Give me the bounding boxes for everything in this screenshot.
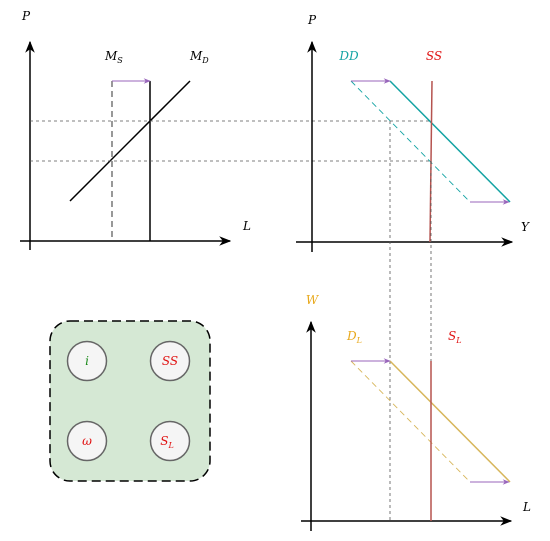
svg-text:i: i [85,354,89,368]
goods-demand-old-dashed [350,80,471,203]
svg-text:ω: ω [82,434,92,448]
labor-demand-curve [389,360,511,483]
money-demand-label: MD [189,49,209,65]
labor-x-axis-label: L [522,500,531,514]
labor-supply-label: SL [448,329,462,345]
money-y-axis-label: P [21,9,31,23]
legend-background [49,320,211,482]
goods-demand-label: DD [338,49,359,63]
legend-node-omega: ω [66,420,108,462]
money-supply-label: MS [104,49,123,65]
legend-node-ss: SS [149,340,191,382]
labor-y-axis-label: W [306,293,320,307]
goods-demand-curve [389,80,511,203]
labor-market-panel: W L DL SL [301,293,531,531]
labor-demand-old-dashed [350,360,471,483]
goods-x-axis-label: Y [521,220,530,234]
goods-supply-label: SS [426,49,442,63]
goods-y-axis-label: P [307,13,317,27]
legend-box: i SS ω SL [49,320,211,482]
svg-text:SL: SL [160,434,174,450]
svg-text:SS: SS [162,354,178,368]
goods-market-panel: P Y DD SS [296,13,530,252]
money-x-axis-label: L [242,219,251,233]
money-market-panel: P L MS MD [20,9,251,250]
legend-node-i: i [66,340,108,382]
money-demand-curve [69,80,191,202]
labor-demand-label: DL [346,329,362,345]
legend-node-sl: SL [149,420,191,462]
